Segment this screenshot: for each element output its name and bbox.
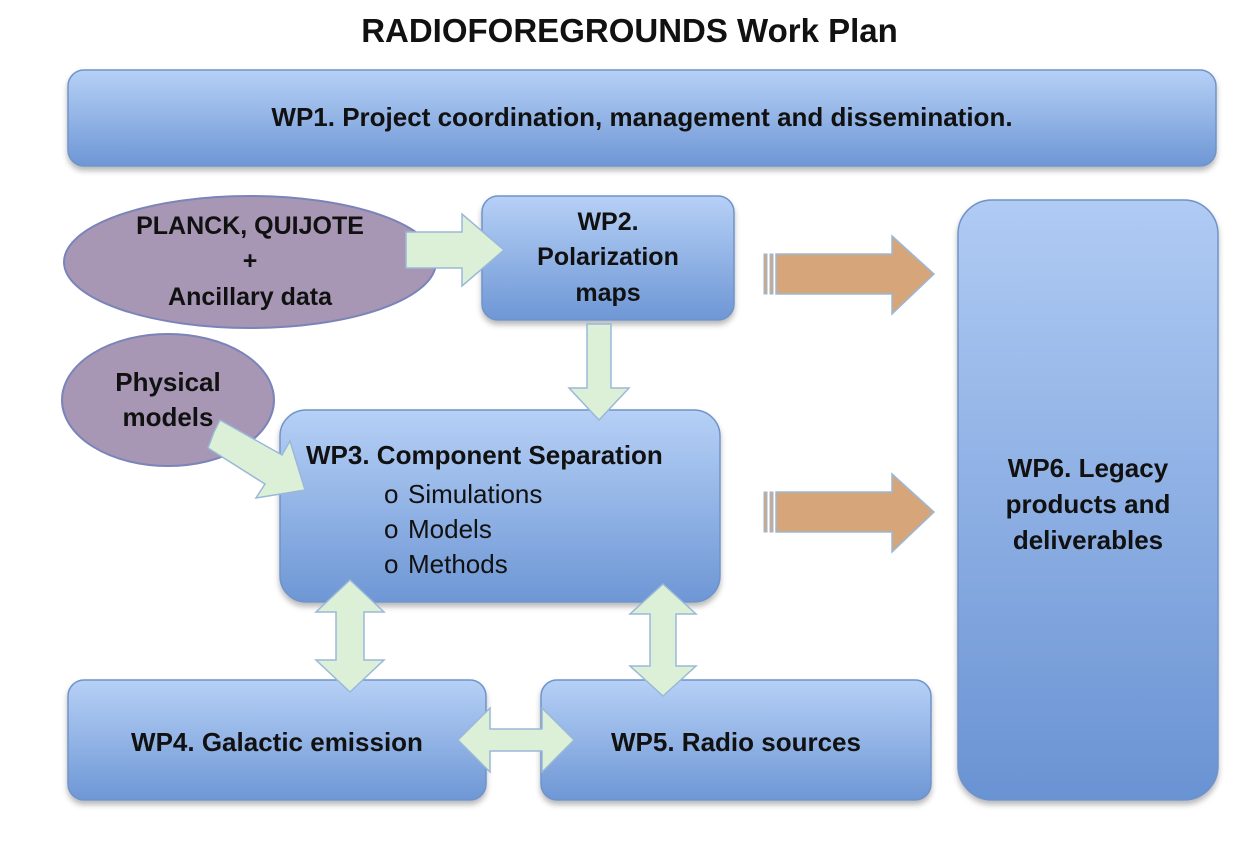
arrow-data-to-wp2 — [405, 212, 506, 288]
wp3-item-label: Simulations — [408, 479, 543, 509]
arrow-wp3-wp4 — [314, 578, 386, 694]
arrow-wp3-to-wp6 — [763, 472, 936, 554]
wp6-label-box: WP6. Legacy products and deliverables — [958, 200, 1218, 810]
wp1-label: WP1. Project coordination, management an… — [271, 102, 1013, 133]
wp6-box — [957, 199, 1219, 801]
page-title: RADIOFOREGROUNDS Work Plan — [361, 12, 898, 49]
wp3-item-label: Methods — [408, 549, 508, 579]
bullet-icon: o — [384, 479, 399, 509]
wp1-box — [67, 69, 1217, 167]
wp2-label-box: WP2. Polarization maps — [482, 196, 734, 320]
wp5-label: WP5. Radio sources — [611, 727, 861, 758]
wp5-label-box: WP5. Radio sources — [541, 680, 931, 806]
wp3-item: o Simulations — [384, 477, 542, 512]
wp6-line-2: products and — [1005, 489, 1171, 520]
physical-models-line-2: models — [122, 402, 214, 432]
bullet-icon: o — [384, 514, 399, 544]
wp2-line-3: maps — [575, 278, 641, 307]
arrow-wp3-wp5 — [628, 582, 698, 698]
data-sources-line-1: PLANCK, QUIJOTE — [136, 211, 364, 240]
arrow-wp4-wp5 — [456, 706, 576, 774]
wp1-label-box: WP1. Project coordination, management an… — [68, 70, 1216, 166]
arrow-wp2-to-wp3 — [567, 323, 631, 422]
wp3-item: o Methods — [384, 547, 542, 582]
arrow-models-to-wp3 — [207, 418, 306, 500]
wp2-line-2: Polarization — [537, 243, 679, 272]
wp4-label-box: WP4. Galactic emission — [68, 680, 486, 806]
wp2-line-1: WP2. — [577, 207, 639, 236]
physical-models-line-1: Physical — [115, 366, 221, 397]
wp3-item-label: Models — [408, 514, 492, 544]
wp3-item: o Models — [384, 512, 542, 547]
data-sources-label-box: PLANCK, QUIJOTE + Ancillary data — [64, 196, 436, 328]
wp6-line-3: deliverables — [1012, 524, 1164, 555]
wp3-content: WP3. Component Separation o Simulations o… — [280, 410, 720, 602]
physical-models-label-box: Physical models — [62, 334, 274, 466]
data-sources-line-2: + — [242, 247, 258, 276]
wp3-box — [279, 409, 721, 603]
wp3-heading: WP3. Component Separation — [306, 440, 663, 470]
wp6-line-1: WP6. Legacy — [1007, 453, 1169, 484]
bullet-icon: o — [384, 549, 399, 579]
arrow-wp2-to-wp6 — [763, 234, 936, 316]
data-sources-line-3: Ancillary data — [168, 282, 332, 311]
wp4-label: WP4. Galactic emission — [131, 727, 423, 758]
